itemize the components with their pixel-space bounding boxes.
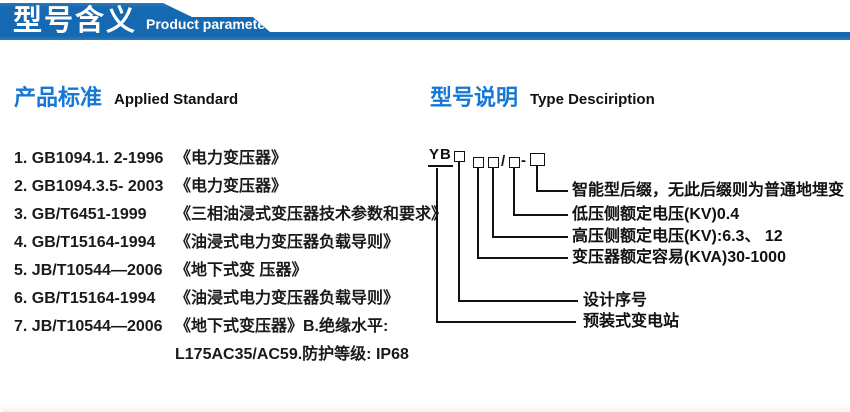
connector-line bbox=[436, 168, 438, 322]
diagram-label-hv-voltage: 高压侧额定电压(KV):6.3、 12 bbox=[572, 228, 783, 245]
standard-code: 3. GB/T6451-1999 bbox=[14, 206, 147, 223]
model-slash: / bbox=[501, 153, 506, 170]
connector-line bbox=[513, 167, 515, 215]
applied-standard-heading: 产品标准 Applied Standard bbox=[14, 85, 238, 111]
standard-title: 《三相油浸式变压器技术参数和要求》 bbox=[175, 206, 448, 223]
standard-item: 7. JB/T10544—2006 《地下式变压器》B.绝缘水平: bbox=[14, 318, 426, 335]
connector-line bbox=[458, 162, 460, 301]
standard-item: 6. GB/T15164-1994 《油浸式电力变压器负载导则》 bbox=[14, 290, 426, 307]
standard-code: 1. GB1094.1. 2-1996 bbox=[14, 150, 164, 167]
applied-standard-heading-zh: 产品标准 bbox=[14, 85, 103, 110]
diagram-label-rated-capacity: 变压器额定容易(KVA)30-1000 bbox=[572, 249, 786, 266]
type-designation-diagram: YB / - 智能型后缀，无此后缀则为普通地埋变 低压侧额定电压(KV)0.4 … bbox=[420, 130, 850, 370]
model-prefix: YB bbox=[428, 146, 453, 167]
standard-code bbox=[14, 346, 175, 363]
diagram-label-lv-voltage: 低压侧额定电压(KV)0.4 bbox=[572, 206, 740, 223]
standard-item: 1. GB1094.1. 2-1996 《电力变压器》 bbox=[14, 150, 426, 167]
standard-item: 5. JB/T10544—2006 《地下式变 压器》 bbox=[14, 262, 426, 279]
standard-code: 6. GB/T15164-1994 bbox=[14, 290, 156, 307]
connector-line bbox=[492, 167, 494, 237]
standard-code: 7. JB/T10544—2006 bbox=[14, 318, 163, 335]
connector-line bbox=[477, 257, 568, 259]
standard-item: 3. GB/T6451-1999 《三相油浸式变压器技术参数和要求》 bbox=[14, 206, 447, 223]
connector-line bbox=[492, 236, 568, 238]
model-dash: - bbox=[521, 152, 526, 169]
connector-line bbox=[536, 190, 568, 192]
type-description-heading-zh: 型号说明 bbox=[430, 85, 519, 110]
connector-line bbox=[477, 167, 479, 258]
connector-line bbox=[513, 214, 568, 216]
standard-title: 《电力变压器》 bbox=[175, 178, 288, 195]
type-description-heading: 型号说明 Type Desciription bbox=[430, 85, 655, 111]
standard-title: 《电力变压器》 bbox=[175, 150, 288, 167]
standard-title: L175AC35/AC59.防护等级: IP68 bbox=[175, 346, 409, 363]
model-box-design-serial bbox=[454, 151, 465, 162]
standard-item-continuation: L175AC35/AC59.防护等级: IP68 bbox=[14, 346, 426, 363]
page-title: 型号含义 bbox=[13, 5, 138, 37]
standards-list: 1. GB1094.1. 2-1996 《电力变压器》 2. GB1094.3.… bbox=[14, 150, 447, 374]
connector-line bbox=[458, 300, 578, 302]
type-description-heading-en: Type Desciription bbox=[530, 91, 655, 108]
standard-code: 5. JB/T10544—2006 bbox=[14, 262, 163, 279]
connector-line bbox=[536, 165, 538, 191]
standard-item: 4. GB/T15164-1994 《油浸式电力变压器负载导则》 bbox=[14, 234, 426, 251]
page-header-banner: 型号含义 Product parameters bbox=[0, 3, 850, 40]
diagram-label-prefab-substation: 预装式变电站 bbox=[583, 313, 680, 330]
diagram-label-smart-suffix: 智能型后缀，无此后缀则为普通地埋变 bbox=[572, 182, 845, 199]
card-bottom-edge bbox=[0, 404, 850, 412]
standard-code: 4. GB/T15164-1994 bbox=[14, 234, 156, 251]
standard-title: 《地下式变 压器》 bbox=[175, 262, 308, 279]
standard-title: 《油浸式电力变压器负载导则》 bbox=[175, 290, 400, 307]
standard-item: 2. GB1094.3.5- 2003 《电力变压器》 bbox=[14, 178, 426, 195]
page-subtitle: Product parameters bbox=[146, 16, 279, 32]
applied-standard-heading-en: Applied Standard bbox=[114, 91, 239, 108]
standard-title: 《地下式变压器》B.绝缘水平: bbox=[175, 318, 389, 335]
connector-line bbox=[436, 321, 576, 323]
diagram-label-design-serial: 设计序号 bbox=[583, 292, 648, 309]
standard-code: 2. GB1094.3.5- 2003 bbox=[14, 178, 164, 195]
standard-title: 《油浸式电力变压器负载导则》 bbox=[175, 234, 400, 251]
